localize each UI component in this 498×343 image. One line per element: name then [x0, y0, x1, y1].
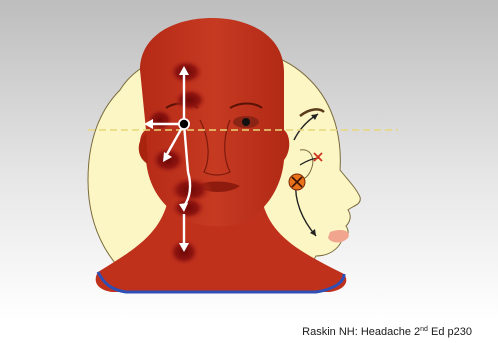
caption-suffix: Ed p230	[428, 326, 472, 338]
trigger-point-temple	[146, 108, 174, 132]
circle-x-icon	[289, 174, 305, 190]
black-dot-icon	[178, 118, 190, 130]
caption-prefix: Raskin NH: Headache 2	[302, 326, 420, 338]
trigger-point-brow	[173, 88, 207, 112]
caption-superscript: nd	[420, 326, 428, 333]
citation-caption: Raskin NH: Headache 2nd Ed p230	[302, 326, 472, 338]
